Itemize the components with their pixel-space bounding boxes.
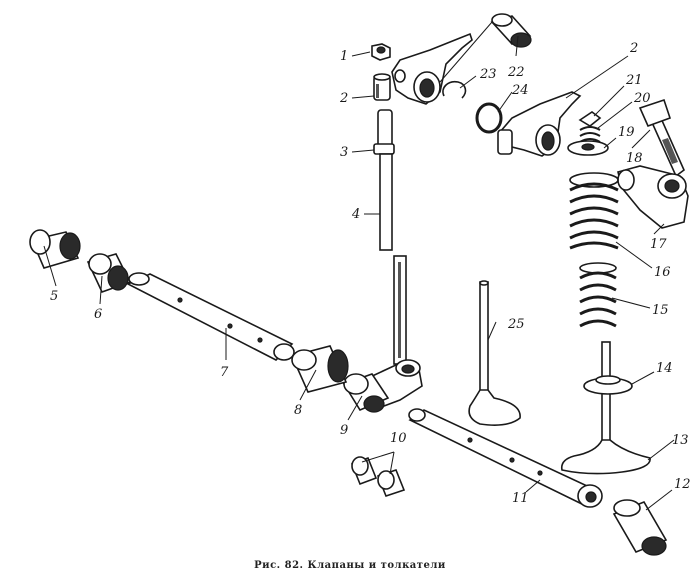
part-6-bushing: [86, 253, 132, 293]
part-14-spring-washer: [583, 375, 633, 395]
part-23-ring: [442, 80, 467, 99]
label-11: 11: [512, 491, 529, 506]
part-15-inner-spring: [579, 262, 617, 328]
label-16: 16: [654, 265, 671, 280]
part-21-cup: [578, 111, 602, 127]
label-13: 13: [672, 433, 689, 448]
figure-caption: Рис. 82. Клапаны и толкатели: [254, 560, 446, 571]
callout-labels: 1 2 2 3 4 5 6 7 8 9 10 11 12 13 14 15 16…: [50, 41, 691, 506]
part-3-pushrod-tip: [373, 109, 395, 155]
part-19-washer: [567, 140, 609, 156]
label-12: 12: [674, 477, 691, 492]
label-1: 1: [340, 49, 348, 64]
label-2-lower: 2: [629, 41, 638, 56]
label-21: 21: [625, 73, 643, 88]
label-25: 25: [507, 317, 525, 332]
label-4: 4: [351, 207, 360, 222]
part-20-spring: [579, 126, 601, 143]
part-10-half-bushings: [350, 456, 406, 497]
label-7: 7: [220, 365, 229, 380]
part-16-outer-spring: [569, 172, 619, 250]
label-15: 15: [652, 303, 669, 318]
part-18-bolt: [638, 98, 685, 178]
label-8: 8: [294, 403, 302, 418]
leader-lines: [43, 21, 675, 511]
part-22-bushing: [490, 13, 532, 48]
label-5: 5: [50, 289, 58, 304]
part-4-pushrod: [379, 153, 407, 365]
label-22: 22: [507, 65, 525, 80]
part-2-rocker-arm-lower: [497, 91, 582, 157]
part-5-bushing: [29, 229, 81, 269]
label-19: 19: [618, 125, 635, 140]
part-9-tappet: [342, 359, 423, 413]
label-10: 10: [390, 431, 407, 446]
label-23: 23: [479, 67, 497, 82]
label-20: 20: [633, 91, 651, 106]
part-8-bushing: [290, 345, 349, 393]
part-7-shaft: [126, 272, 295, 361]
label-9: 9: [340, 423, 348, 438]
label-18: 18: [626, 151, 643, 166]
part-2-rocker-arm-upper: [391, 32, 473, 105]
part-24-ring: [475, 102, 503, 134]
part-17-bracket: [617, 165, 689, 229]
part-2-adjusting-screw: [373, 73, 391, 101]
label-3: 3: [340, 145, 348, 160]
part-12-bushing: [612, 499, 668, 556]
part-13-valve: [560, 341, 651, 475]
label-6: 6: [94, 307, 102, 322]
label-17: 17: [650, 237, 667, 252]
label-14: 14: [656, 361, 673, 376]
part-25-valve: [468, 280, 521, 426]
part-1-nut: [371, 43, 391, 61]
label-24: 24: [511, 83, 529, 98]
label-2-upper: 2: [339, 91, 348, 106]
part-11-shaft: [408, 408, 603, 508]
